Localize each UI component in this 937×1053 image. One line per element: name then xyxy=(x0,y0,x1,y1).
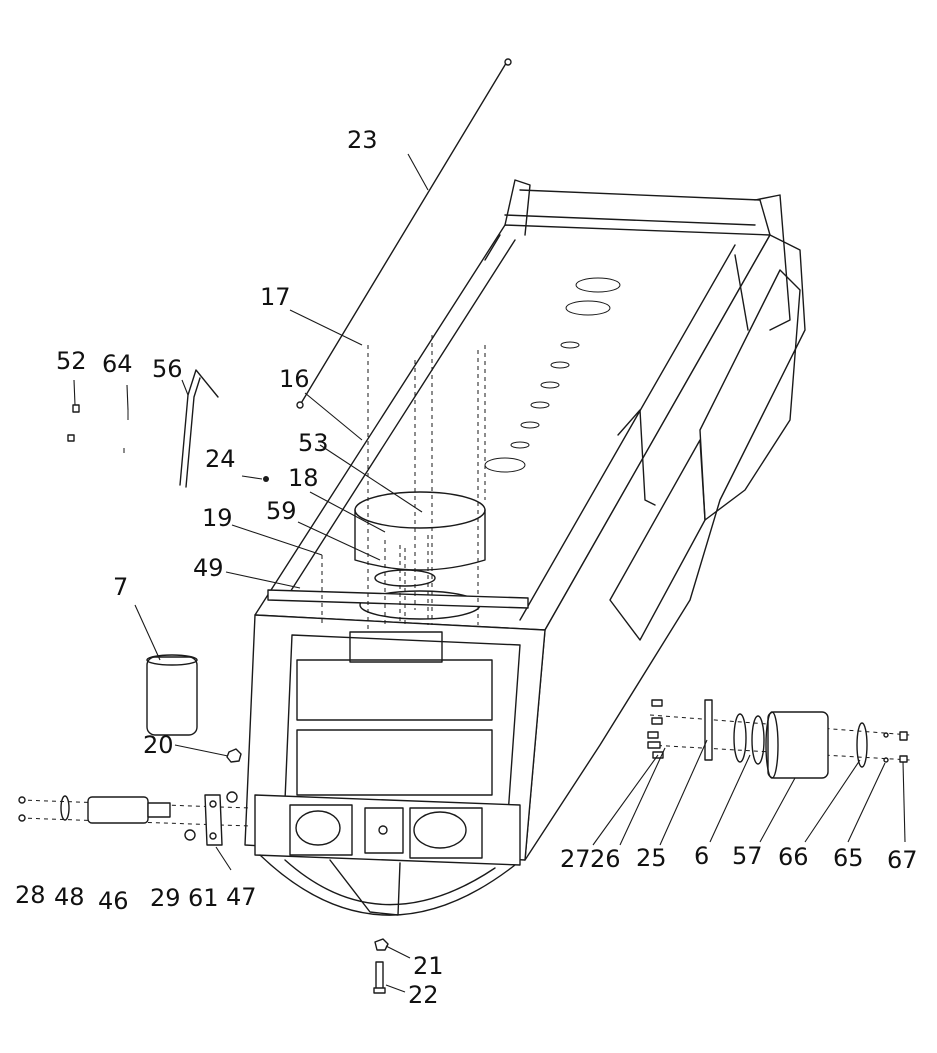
callout-17: 17 xyxy=(260,283,291,311)
callout-66: 66 xyxy=(778,843,809,871)
callout-labels: 23 17 16 52 64 56 24 53 18 19 59 49 7 20… xyxy=(15,126,918,1009)
vertical-bolts xyxy=(321,335,486,630)
callout-29: 29 xyxy=(150,884,181,912)
callout-52: 52 xyxy=(56,347,87,375)
callout-6: 6 xyxy=(694,842,709,870)
right-parts xyxy=(647,699,911,779)
callout-48: 48 xyxy=(54,883,85,911)
callout-7: 7 xyxy=(113,573,128,601)
callout-49: 49 xyxy=(193,554,224,582)
bottom-bolt xyxy=(373,938,389,994)
callout-19: 19 xyxy=(202,504,233,532)
callout-21: 21 xyxy=(413,952,444,980)
callout-16: 16 xyxy=(279,365,310,393)
part-23-rod xyxy=(299,59,509,406)
rod-end-top xyxy=(504,58,512,66)
callout-28: 28 xyxy=(15,881,46,909)
callout-61: 61 xyxy=(188,884,219,912)
callout-47: 47 xyxy=(226,883,257,911)
callout-46: 46 xyxy=(98,887,129,915)
part-49-bar xyxy=(267,589,529,609)
callout-22: 22 xyxy=(408,981,439,1009)
callout-59: 59 xyxy=(266,497,297,525)
leader-lines xyxy=(73,153,906,993)
callout-64: 64 xyxy=(102,350,133,378)
callout-18: 18 xyxy=(288,464,319,492)
rod-end-bottom xyxy=(296,401,304,409)
top-fan-assembly xyxy=(354,491,486,620)
left-parts xyxy=(18,369,269,846)
callout-56: 56 xyxy=(152,355,183,383)
main-housing xyxy=(244,179,806,916)
callout-24: 24 xyxy=(205,445,236,473)
callout-20: 20 xyxy=(143,731,174,759)
callout-23: 23 xyxy=(347,126,378,154)
top-slots xyxy=(484,277,621,473)
callout-26: 26 xyxy=(590,845,621,873)
callout-65: 65 xyxy=(833,844,864,872)
callout-27: 27 xyxy=(560,845,591,873)
callout-53: 53 xyxy=(298,429,329,457)
callout-67: 67 xyxy=(887,846,918,874)
callout-57: 57 xyxy=(732,842,763,870)
callout-25: 25 xyxy=(636,844,667,872)
